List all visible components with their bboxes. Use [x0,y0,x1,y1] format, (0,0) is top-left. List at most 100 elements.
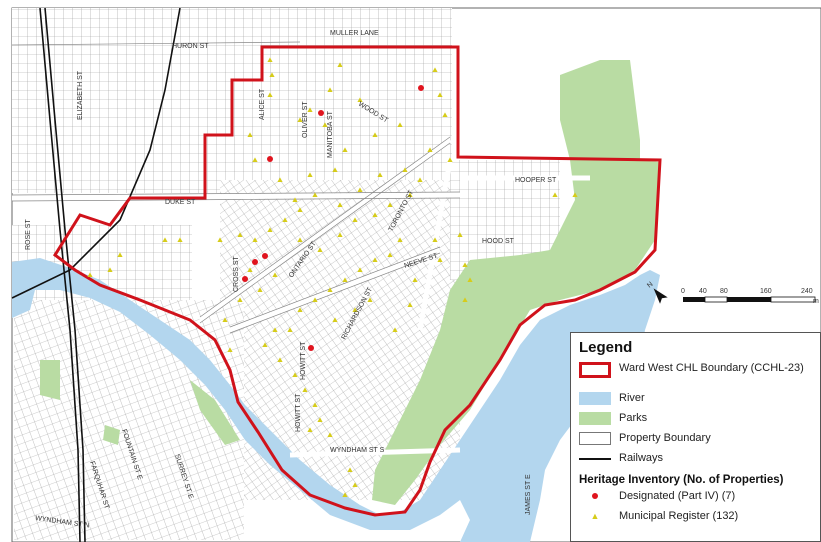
river-swatch [579,392,611,405]
municipal-marker [297,207,303,212]
municipal-marker [272,272,278,277]
legend-item-designated: Designated (Part IV) (7) [579,490,812,510]
street-label-james-st-e: JAMES ST E [525,474,532,515]
municipal-marker [347,467,353,472]
municipal-marker [552,192,558,197]
municipal-marker [417,177,423,182]
municipal-marker [107,267,113,272]
railway-swatch [579,452,611,465]
municipal-marker [252,237,258,242]
municipal-marker [357,97,363,102]
municipal-marker [337,62,343,67]
municipal-marker [222,317,228,322]
municipal-marker [377,172,383,177]
municipal-marker [322,122,328,127]
street-label-huron-st: HURON ST [172,43,209,50]
municipal-marker [257,287,263,292]
municipal-marker [397,237,403,242]
municipal-marker [402,167,408,172]
legend-title: Legend [579,339,633,356]
municipal-marker [312,297,318,302]
designated-marker [262,253,268,259]
municipal-marker [297,237,303,242]
municipal-marker [352,307,358,312]
municipal-marker [162,237,168,242]
municipal-marker [327,432,333,437]
road-network [11,137,590,458]
chl-boundary [52,45,662,517]
street-label-alice-st: ALICE ST [259,88,266,120]
street-label-elizabeth-st: ELIZABETH ST [77,70,84,120]
map-legend: Legend Ward West CHL Boundary (CCHL-23) … [570,332,821,542]
municipal-marker [277,357,283,362]
municipal-marker [462,262,468,267]
street-label-hooper-st: HOOPER ST [515,177,557,184]
designated-marker [252,259,258,265]
municipal-marker [267,92,273,97]
legend-heritage-heading: Heritage Inventory (No. of Properties) [579,474,784,486]
municipal-marker [87,272,93,277]
municipal-marker [292,197,298,202]
municipal-marker [427,147,433,152]
municipal-marker [432,67,438,72]
street-label-muller-lane: MULLER LANE [330,30,379,37]
municipal-marker [367,297,373,302]
designated-marker [267,156,273,162]
svg-text:N: N [646,281,654,290]
municipal-marker [262,342,268,347]
scale-label-0: 0 [681,288,685,295]
municipal-marker [387,252,393,257]
legend-label-property: Property Boundary [619,432,711,444]
municipal-marker [247,267,253,272]
municipal-marker [372,212,378,217]
municipal-marker [412,277,418,282]
designated-dot-icon [579,490,611,503]
municipal-marker [437,92,443,97]
municipal-marker [462,297,468,302]
municipal-marker [312,402,318,407]
municipal-marker [387,202,393,207]
municipal-marker [269,72,275,77]
municipal-marker [352,482,358,487]
municipal-marker [407,302,413,307]
municipal-marker [217,237,223,242]
scale-unit: m [813,298,819,305]
municipal-marker [447,157,453,162]
municipal-triangle-icon: ▲ [590,511,600,521]
municipal-marker [297,117,303,122]
municipal-marker [117,252,123,257]
legend-item-parks: Parks [579,412,812,432]
municipal-marker [342,492,348,497]
scale-bar: 0 40 80 160 240 m [681,288,819,305]
municipal-marker [327,87,333,92]
municipal-marker [277,177,283,182]
street-label-oliver-st: OLIVER ST [302,101,309,138]
municipal-marker [307,107,313,112]
parks-layer [40,60,660,505]
legend-item-property: Property Boundary [579,432,812,452]
municipal-marker [307,172,313,177]
municipal-marker [237,232,243,237]
municipal-marker [307,427,313,432]
heritage-markers [87,57,578,497]
municipal-marker [272,327,278,332]
municipal-marker [267,57,273,62]
municipal-marker [332,317,338,322]
boundary-swatch [579,362,611,378]
municipal-marker [397,122,403,127]
parks-swatch [579,412,611,425]
municipal-marker [332,167,338,172]
street-label-manitoba-st: MANITOBA ST [327,110,334,158]
scale-label-240: 240 [801,288,813,295]
railway-lines [11,7,181,542]
designated-marker [418,85,424,91]
municipal-marker [442,112,448,117]
municipal-marker [317,247,323,252]
legend-item-river: River [579,392,812,412]
municipal-marker [357,187,363,192]
legend-item-railways: Railways [579,452,812,472]
municipal-marker [237,297,243,302]
municipal-marker [282,217,288,222]
municipal-marker [312,192,318,197]
